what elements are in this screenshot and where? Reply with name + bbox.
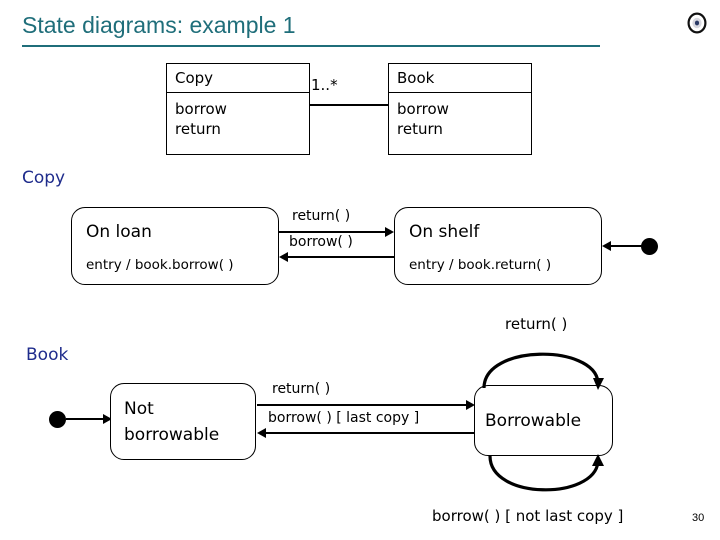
transition-arrowhead-return-copy: [385, 227, 394, 237]
state-on-loan-title: On loan: [86, 222, 152, 242]
class-operation: return: [397, 120, 443, 138]
transition-label-borrow-notlastcopy: borrow( ) [ not last copy ]: [432, 507, 624, 525]
transition-arrowhead-borrow-copy: [279, 252, 288, 262]
class-box-book: Book borrow return: [388, 63, 532, 155]
class-operation: borrow: [397, 100, 449, 118]
class-operations-copy: borrow return: [167, 93, 309, 154]
class-operation: borrow: [175, 100, 227, 118]
state-not-borrowable: Not borrowable: [110, 383, 256, 460]
class-operation: return: [175, 120, 221, 138]
class-operations-book: borrow return: [389, 93, 531, 154]
transition-line-return-book: [257, 404, 467, 407]
class-name-book: Book: [389, 64, 531, 93]
state-on-loan-entry: entry / book.borrow( ): [86, 257, 234, 273]
self-loop-return-top: [482, 352, 604, 390]
transition-arrowhead-return-book: [466, 400, 475, 410]
transition-label-borrow-copy: borrow( ): [289, 234, 353, 250]
state-name-line-2: borrowable: [124, 424, 220, 445]
association-multiplicity: 1..*: [311, 76, 338, 94]
initial-transition-line-book: [66, 418, 104, 421]
state-on-shelf-title: On shelf: [409, 222, 480, 242]
state-on-shelf-entry: entry / book.return( ): [409, 257, 552, 273]
initial-state-dot-book: [49, 411, 66, 428]
initial-transition-line-copy: [611, 245, 645, 248]
self-loop-borrow-bottom: [488, 454, 604, 492]
association-line: [310, 104, 388, 106]
transition-arrowhead-borrow-lastcopy: [257, 428, 266, 438]
state-on-loan: On loan entry / book.borrow( ): [71, 207, 279, 285]
title-divider: [22, 45, 600, 47]
initial-state-dot-copy: [641, 238, 658, 255]
initial-transition-arrowhead-copy: [602, 241, 611, 251]
transition-label-return-book: return( ): [272, 381, 331, 397]
page-number: 30: [692, 512, 705, 524]
class-box-copy: Copy borrow return: [166, 63, 310, 155]
transition-line-return-copy: [279, 231, 385, 234]
transition-line-borrow-lastcopy: [266, 432, 474, 435]
state-name-line-1: Not: [124, 398, 154, 419]
state-borrowable: Borrowable: [474, 385, 613, 456]
transition-line-borrow-copy: [288, 256, 394, 259]
initial-transition-arrowhead-book: [103, 414, 112, 424]
disc-icon: [687, 12, 707, 34]
page-title: State diagrams: example 1: [22, 12, 296, 38]
transition-label-return-selfloop: return( ): [505, 315, 568, 333]
state-name-line-1: Borrowable: [485, 410, 582, 431]
state-borrowable-label: Borrowable: [475, 386, 612, 455]
section-caption-copy: Copy: [22, 168, 66, 188]
state-not-borrowable-label: Not borrowable: [111, 384, 255, 459]
class-name-copy: Copy: [167, 64, 309, 93]
transition-label-return-copy: return( ): [292, 208, 351, 224]
section-caption-book: Book: [26, 345, 69, 365]
transition-label-borrow-lastcopy: borrow( ) [ last copy ]: [268, 410, 420, 426]
state-on-shelf: On shelf entry / book.return( ): [394, 207, 602, 285]
